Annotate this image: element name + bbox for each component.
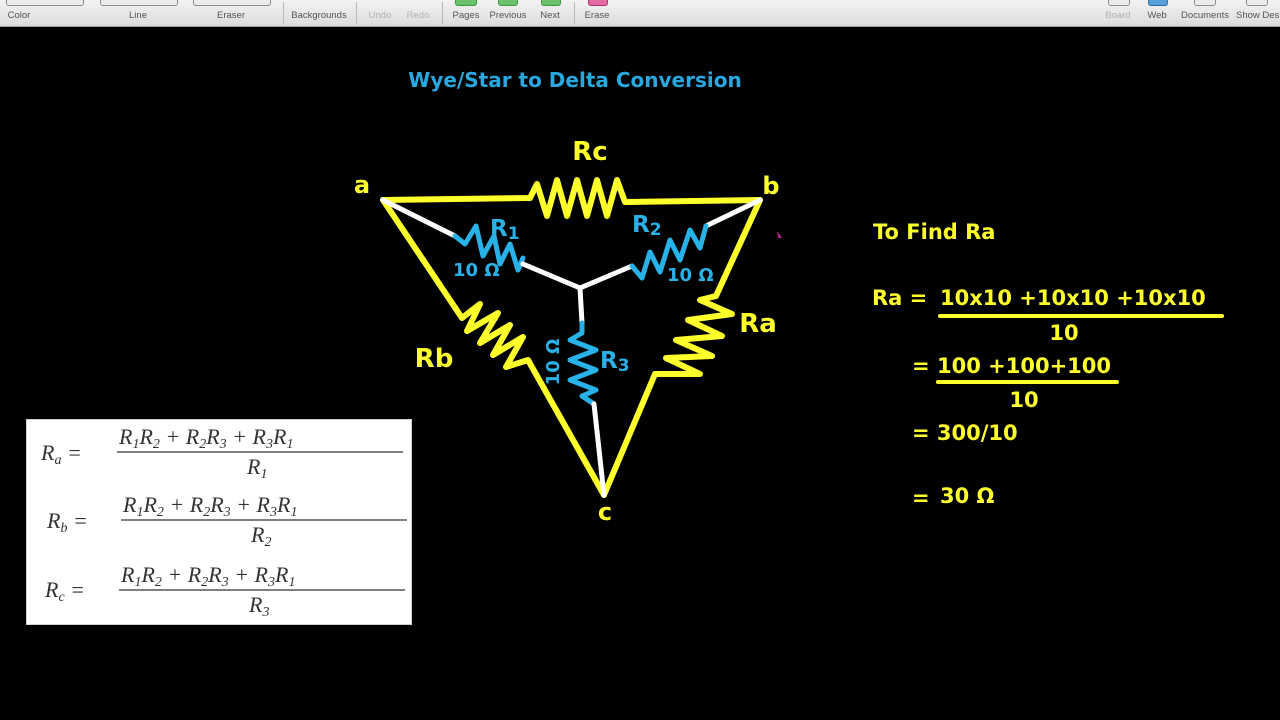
calculation-block: To Find Ra Ra = 10x10 +10x10 +10x10 10 =… (872, 220, 1224, 510)
pages-button[interactable]: Pages (449, 0, 483, 26)
line-width-icon (100, 0, 178, 6)
previous-label: Previous (489, 10, 527, 21)
board-label: Board (1105, 10, 1131, 21)
color-swatch-icon (6, 0, 84, 6)
calc-line4-value: 30 Ω (940, 484, 995, 508)
calc-heading: To Find Ra (873, 220, 995, 244)
delta-wire-ab (380, 177, 763, 219)
slide-drawing: Wye/Star to Delta Conversion a b c Rc (354, 68, 1224, 526)
formula-rc-denominator: R3 (248, 592, 269, 620)
r3-label: R3 (600, 348, 630, 376)
wye-network (380, 197, 763, 498)
eraser-button[interactable]: Eraser (193, 0, 271, 26)
pages-icon (455, 0, 477, 6)
rc-label: Rc (572, 137, 607, 167)
delta-wire-ac (380, 197, 607, 498)
toolbar: Color Line Eraser Backgrounds Undo Redo … (0, 0, 1280, 27)
web-button[interactable]: Web (1142, 0, 1172, 26)
next-button[interactable]: Next (534, 0, 566, 26)
formula-rc: Rc = R1R2 + R2R3 + R3R1 R3 (44, 562, 405, 620)
eraser-size-icon (193, 0, 271, 6)
wye-wire-center-down (577, 285, 585, 326)
toolbar-divider (442, 2, 443, 24)
next-label: Next (540, 10, 560, 21)
erase-label: Erase (584, 10, 610, 21)
delta-wire-bc (601, 197, 763, 498)
formula-drawing: Ra = R1R2 + R2R3 + R3R1 R1 Rb = R1R2 + R… (40, 424, 407, 620)
documents-label: Documents (1180, 10, 1230, 21)
r2-label: R2 (632, 212, 662, 240)
calc-line1-denominator: 10 (1049, 321, 1078, 345)
formula-panel: Ra = R1R2 + R2R3 + R3R1 R1 Rb = R1R2 + R… (26, 419, 412, 625)
formula-rb-denominator: R2 (250, 522, 271, 550)
toolbar-divider (574, 2, 575, 24)
wye-resistor-r3 (567, 320, 599, 407)
wye-wire-c (591, 401, 607, 498)
pages-label: Pages (452, 10, 480, 21)
wye-wire-a (380, 197, 458, 239)
toolbar-divider (283, 2, 284, 24)
globe-icon (1148, 0, 1168, 6)
calc-line4-equals: = (912, 486, 930, 510)
rb-label: Rb (415, 344, 454, 374)
backgrounds-button[interactable]: Backgrounds (288, 0, 350, 26)
eraser-label: Eraser (217, 10, 245, 21)
color-label: Color (7, 10, 31, 21)
desktop-icon (1246, 0, 1268, 6)
arrow-left-icon (498, 0, 518, 6)
formula-rb-lhs: Rb = (46, 508, 88, 536)
calc-line2-equals: = (912, 354, 930, 378)
board-button[interactable]: Board (1100, 0, 1136, 26)
wye-wire-b (703, 197, 763, 229)
whiteboard-canvas[interactable]: Wye/Star to Delta Conversion a b c Rc (0, 27, 1280, 720)
formula-ra-lhs: Ra = (40, 440, 82, 468)
redo-button[interactable]: Redo (402, 0, 434, 26)
r3-value: 10 Ω (543, 339, 564, 386)
node-a-label: a (354, 171, 370, 199)
arrow-right-icon (541, 0, 561, 6)
node-b-label: b (762, 172, 779, 200)
formula-ra: Ra = R1R2 + R2R3 + R3R1 R1 (40, 424, 403, 482)
node-c-label: c (598, 498, 612, 526)
slide-title: Wye/Star to Delta Conversion (408, 68, 741, 92)
formula-rc-numerator: R1R2 + R2R3 + R3R1 (120, 562, 295, 590)
wye-resistor-r2 (629, 223, 709, 281)
wye-wire-center (520, 261, 635, 291)
calc-line1-numerator: 10x10 +10x10 +10x10 (940, 286, 1206, 310)
cursor-mark-icon (777, 231, 782, 238)
r1-label: R1 (490, 216, 520, 244)
previous-button[interactable]: Previous (486, 0, 530, 26)
web-label: Web (1147, 10, 1167, 21)
show-desktop-button[interactable]: Show Des (1236, 0, 1280, 26)
formula-ra-denominator: R1 (246, 454, 267, 482)
delta-network (380, 177, 763, 498)
line-label: Line (129, 10, 147, 21)
calc-line3: = 300/10 (912, 421, 1018, 445)
documents-icon (1194, 0, 1216, 6)
color-button[interactable]: Color (0, 0, 84, 26)
show-desktop-label: Show Des (1236, 10, 1280, 21)
formula-ra-numerator: R1R2 + R2R3 + R3R1 (118, 424, 293, 452)
undo-button[interactable]: Undo (364, 0, 396, 26)
toolbar-divider (356, 2, 357, 24)
r2-value: 10 Ω (667, 265, 714, 286)
formula-rb-numerator: R1R2 + R2R3 + R3R1 (122, 492, 297, 520)
calc-line1-lhs: Ra = (872, 286, 927, 310)
erase-icon (588, 0, 608, 6)
r1-value: 10 Ω (453, 260, 500, 281)
ra-label: Ra (739, 309, 777, 339)
board-icon (1108, 0, 1130, 6)
wye-resistor-r1 (452, 223, 526, 273)
calc-line2-numerator: 100 +100+100 (937, 354, 1111, 378)
formula-rc-lhs: Rc = (44, 577, 85, 605)
redo-label: Redo (406, 10, 430, 21)
erase-button[interactable]: Erase (580, 0, 614, 26)
backgrounds-label: Backgrounds (291, 10, 347, 21)
line-button[interactable]: Line (100, 0, 178, 26)
undo-label: Undo (368, 10, 392, 21)
calc-line2-denominator: 10 (1009, 388, 1038, 412)
documents-button[interactable]: Documents (1178, 0, 1232, 26)
formula-rb: Rb = R1R2 + R2R3 + R3R1 R2 (46, 492, 407, 550)
